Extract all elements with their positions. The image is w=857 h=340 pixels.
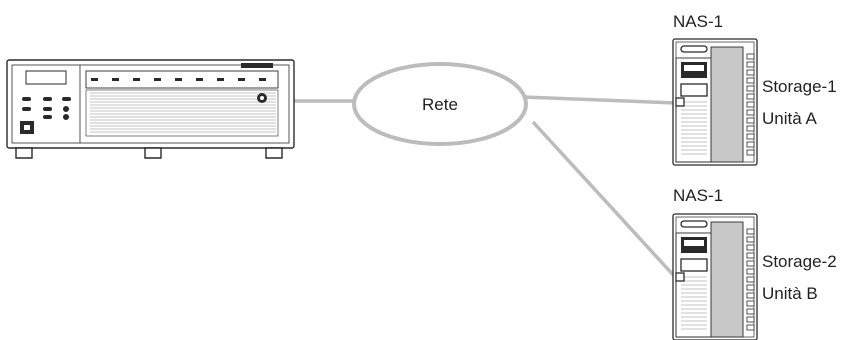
network-label: Rete xyxy=(422,95,458,114)
nas-top-title: NAS-1 xyxy=(673,12,723,31)
network-ellipse xyxy=(352,62,528,146)
network-node: Rete xyxy=(352,62,528,146)
nas-tower-icon xyxy=(672,38,758,166)
nas-top-unit: Unità A xyxy=(762,109,817,128)
nas-tower-icon xyxy=(672,213,758,340)
network-video-recorder-icon xyxy=(6,59,295,159)
nas-bottom-title: NAS-1 xyxy=(673,186,723,205)
nas-top-storage: Storage-1 xyxy=(762,77,837,96)
link-network-nas-top xyxy=(522,95,677,105)
nas-bottom-unit: Unità B xyxy=(762,284,818,303)
link-network-nas-bottom xyxy=(531,120,678,280)
nas-bottom-storage: Storage-2 xyxy=(762,252,837,271)
